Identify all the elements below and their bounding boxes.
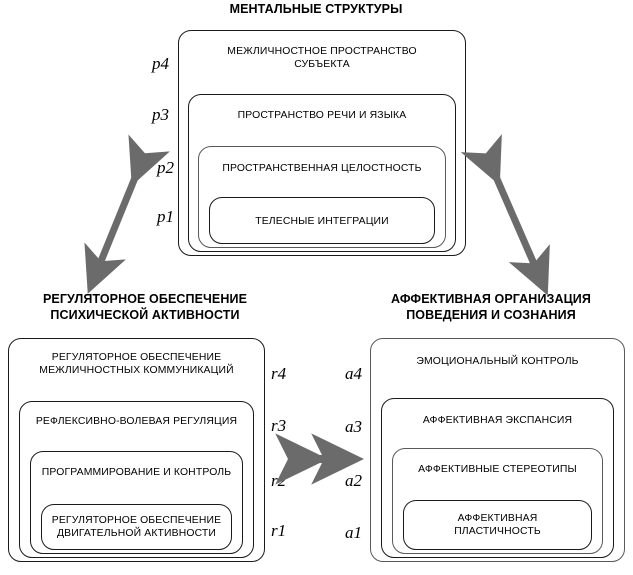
regulatory-index-r3: r3 [271, 416, 287, 435]
regulatory-level-label-r3: РЕФЛЕКСИВНО-ВОЛЕВАЯ РЕГУЛЯЦИЯ [35, 416, 238, 427]
group-title-mental-structures: МЕНТАЛЬНЫЕ СТРУКТУРЫ [229, 2, 403, 16]
affective-index-a2: a2 [345, 471, 362, 490]
regulatory-level-label-r2: ПРОГРАММИРОВАНИЕ И КОНТРОЛЬ [41, 467, 232, 478]
connector-mental-affective [460, 134, 550, 296]
regulatory-level-label-r4: РЕГУЛЯТОРНОЕ ОБЕСПЕЧЕНИЕ МЕЖЛИЧНОСТНЫХ К… [39, 352, 234, 376]
mental-level-label-p3: ПРОСТРАНСТВО РЕЧИ И ЯЗЫКА [237, 110, 407, 121]
mental-level-label-p2: ПРОСТРАНСТВЕННАЯ ЦЕЛОСТНОСТЬ [222, 163, 422, 174]
regulatory-index-r1: r1 [271, 521, 287, 540]
mental-level-label-p1: ТЕЛЕСНЫЕ ИНТЕГРАЦИИ [255, 216, 389, 227]
group-title-affective-organization: АФФЕКТИВНАЯ ОРГАНИЗАЦИЯ ПОВЕДЕНИЯ И СОЗН… [391, 292, 591, 322]
mental-index-p4: p4 [152, 54, 169, 73]
affective-level-box-a1: АФФЕКТИВНАЯ ПЛАСТИЧНОСТЬ [403, 500, 592, 550]
affective-level-label-a3: АФФЕКТИВНАЯ ЭКСПАНСИЯ [422, 415, 573, 426]
regulatory-index-r2: r2 [271, 471, 287, 490]
group-title-regulatory-support: РЕГУЛЯТОРНОЕ ОБЕСПЕЧЕНИЕ ПСИХИЧЕСКОЙ АКТ… [42, 292, 248, 322]
affective-index-a1: a1 [345, 523, 362, 542]
connector-regulatory-affective [275, 433, 365, 485]
mental-level-box-p1: ТЕЛЕСНЫЕ ИНТЕГРАЦИИ [209, 197, 435, 244]
affective-index-a4: a4 [345, 364, 362, 383]
regulatory-level-label-r1: РЕГУЛЯТОРНОЕ ОБЕСПЕЧЕНИЕ ДВИГАТЕЛЬНОЙ АК… [51, 515, 222, 539]
connector-mental-regulatory [84, 134, 170, 294]
regulatory-level-box-r1: РЕГУЛЯТОРНОЕ ОБЕСПЕЧЕНИЕ ДВИГАТЕЛЬНОЙ АК… [41, 504, 232, 550]
affective-level-label-a4: ЭМОЦИОНАЛЬНЫЙ КОНТРОЛЬ [416, 356, 579, 367]
affective-level-label-a2: АФФЕКТИВНЫЕ СТЕРЕОТИПЫ [418, 464, 577, 475]
mental-level-label-p4: МЕЖЛИЧНОСТНОЕ ПРОСТРАНСТВО СУБЪЕКТА [227, 46, 417, 70]
affective-level-label-a1: АФФЕКТИВНАЯ ПЛАСТИЧНОСТЬ [454, 513, 541, 537]
regulatory-index-r4: r4 [271, 364, 287, 383]
mental-index-p3: p3 [152, 105, 169, 124]
affective-index-a3: a3 [345, 417, 362, 436]
